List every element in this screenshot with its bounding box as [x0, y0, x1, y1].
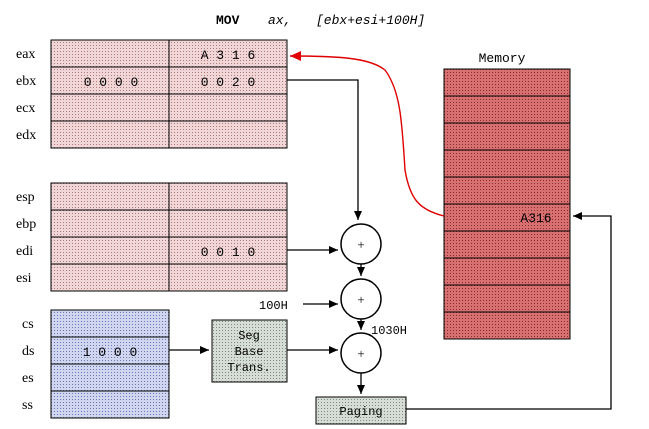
general-register-block: eax ebx ecx edx A 3 1 6 0 0 0 0 0 0 2 0 [16, 39, 288, 149]
reg-label-ss: ss [22, 398, 33, 413]
reg-label-esp: esp [16, 190, 35, 205]
instruction-title: MOV ax, [ebx+esi+100H] [216, 13, 425, 28]
segment-register-block: cs ds es ss 1 0 0 0 [22, 309, 170, 419]
adder-3: + [340, 332, 382, 374]
reg-label-esi: esi [16, 271, 32, 286]
seg-base-line-1: Seg [238, 329, 260, 343]
reg-label-cs: cs [22, 317, 34, 332]
displacement-label: 100H [259, 299, 288, 313]
memory-cell-value: A316 [520, 211, 551, 226]
memory-block: Memory A316 [443, 51, 571, 340]
ebx-to-adder-arrow [287, 79, 362, 220]
intermediate-sum-label: 1030H [371, 324, 407, 338]
reg-value-ds: 1 0 0 0 [83, 345, 138, 360]
instruction-mnemonic: MOV [216, 13, 240, 28]
reg-value-edi-low: 0 0 1 0 [201, 245, 256, 260]
adder-1-symbol: + [357, 237, 364, 252]
reg-label-ecx: ecx [16, 101, 35, 116]
seg-base-line-3: Trans. [227, 361, 270, 375]
reg-label-es: es [22, 371, 34, 386]
reg-value-eax-low: A 3 1 6 [201, 48, 256, 63]
instruction-address-expr: [ebx+esi+100H] [316, 13, 425, 28]
reg-label-ds: ds [22, 344, 34, 359]
reg-value-ebx-low: 0 0 2 0 [201, 75, 256, 90]
reg-value-ebx-high: 0 0 0 0 [84, 75, 139, 90]
reg-label-eax: eax [16, 47, 35, 62]
seg-base-line-2: Base [235, 345, 264, 359]
reg-label-ebx: ebx [16, 74, 36, 89]
adder-1: + [340, 223, 382, 265]
paging-to-memory-arrow [406, 212, 612, 410]
reg-label-ebp: ebp [16, 217, 36, 232]
instruction-operand: ax, [268, 13, 291, 28]
pointer-register-block: esp ebp edi esi 0 0 1 0 [16, 182, 288, 292]
paging-box: Paging [315, 396, 407, 425]
adder-2: + [340, 278, 382, 320]
adder-3-symbol: + [357, 346, 364, 361]
paging-label: Paging [339, 405, 382, 419]
seg-base-trans-box: Seg Base Trans. [211, 319, 288, 383]
adder-2-symbol: + [357, 292, 364, 307]
memory-to-eax-data-arrow [289, 51, 445, 217]
data-flow-arrows [169, 79, 612, 410]
reg-label-edi: edi [16, 244, 33, 259]
reg-label-edx: edx [16, 128, 36, 143]
memory-title: Memory [479, 51, 526, 66]
